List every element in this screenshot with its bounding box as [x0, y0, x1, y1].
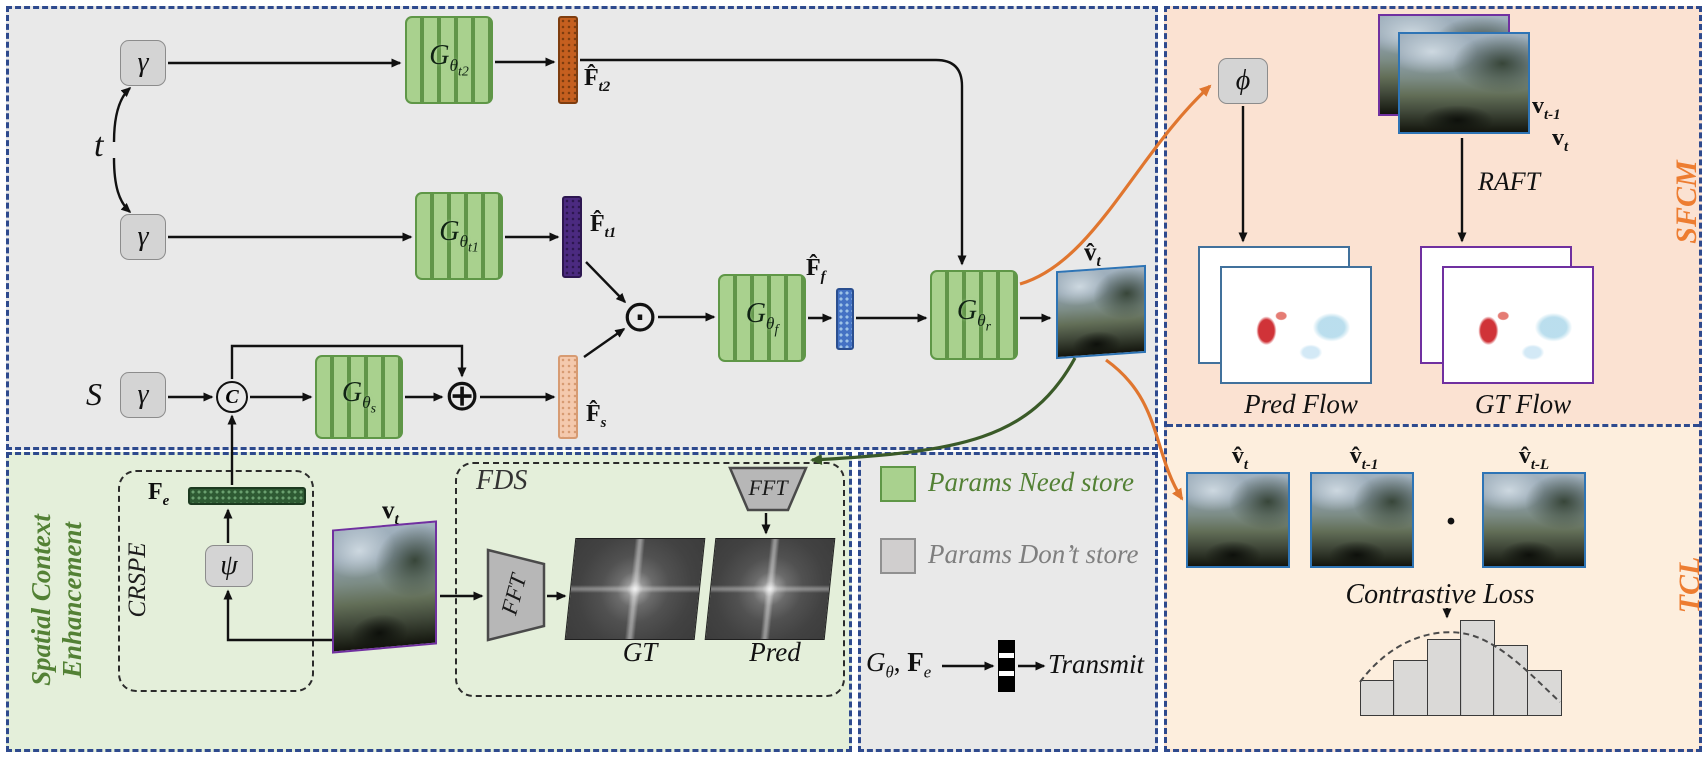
gt-flow-image-front: [1442, 266, 1594, 384]
block-g-theta-f: Gθf: [718, 274, 806, 362]
crspe-label: CRSPE: [124, 542, 151, 618]
contrastive-loss-label: Contrastive Loss: [1345, 579, 1535, 610]
vt-hat-output-image: [1056, 264, 1146, 360]
fft-trapezoid: [486, 548, 546, 642]
feature-bar-f-e: [188, 487, 306, 505]
vt-frame-label: vt: [1552, 125, 1569, 155]
feature-bar-f-s: [558, 355, 578, 439]
feature-bar-f-f: [836, 288, 854, 350]
phi-label: ϕ: [1235, 65, 1251, 96]
legend-transmit-expression: Gθ, Fe: [866, 647, 932, 682]
vt-input-label: vt: [382, 497, 399, 528]
pred-spectrum-label: Pred: [749, 637, 801, 667]
tcl-vtl-image: [1482, 472, 1586, 568]
fft-trapezoid: [728, 466, 808, 512]
block-g-theta-s: Gθs: [315, 355, 403, 439]
concat-operator: C: [216, 381, 248, 413]
tcl-vt1-label: v̂t-1: [1349, 443, 1379, 473]
pred-spectrum-image: [704, 538, 836, 640]
vt-minus1-frame-label: vt-1: [1532, 93, 1561, 123]
vt-frame-image: [1398, 32, 1530, 134]
tcl-vt-label: v̂t: [1231, 443, 1249, 473]
legend-green-swatch: [880, 466, 916, 502]
gamma-encoder-mid: γ: [120, 214, 166, 260]
block-g-theta-t1-label: Gθt1: [439, 215, 479, 256]
fds-box: [455, 462, 845, 697]
feature-f-t1-label: F̂t1: [590, 211, 617, 241]
fft-top-label: FFT: [747, 475, 789, 500]
elementwise-multiply-operator: ⊙: [621, 291, 659, 342]
tcl-vt-image: [1186, 472, 1290, 568]
gamma-label: γ: [137, 47, 149, 78]
block-g-theta-r-label: Gθr: [956, 294, 992, 335]
legend-panel: [858, 452, 1158, 752]
elementwise-add-operator: ⊕: [443, 370, 481, 421]
block-g-theta-t2: Gθt2: [405, 16, 493, 104]
histogram-bars: [1360, 620, 1562, 716]
vt-hat-output-label: v̂t: [1084, 239, 1101, 270]
tcl-title: TCL: [1673, 556, 1706, 614]
fds-label: FDS: [476, 465, 528, 496]
phi-block: ϕ: [1218, 58, 1268, 104]
histogram: [1356, 620, 1564, 716]
gt-spectrum-image: [564, 538, 706, 640]
legend-gray-swatch: [880, 538, 916, 574]
gt-flow-label: GT Flow: [1474, 389, 1572, 419]
psi-block: ψ: [205, 545, 253, 587]
feature-bar-f-t2: [558, 16, 578, 104]
block-g-theta-t1: Gθt1: [415, 192, 503, 280]
sce-title: Spatial Context Enhancement: [26, 514, 88, 686]
feature-f-t2-label: F̂t2: [584, 65, 611, 95]
pred-flow-image-front: [1220, 266, 1372, 384]
vt-input-image: [332, 520, 437, 654]
sfcm-title: SFCM: [1670, 160, 1703, 244]
block-g-theta-r: Gθr: [930, 270, 1018, 360]
tcl-vtl-label: v̂t-L: [1518, 443, 1550, 473]
feature-f-f-label: F̂f: [806, 255, 826, 285]
histogram-bar: [1426, 639, 1462, 716]
crspe-box: [118, 470, 314, 692]
psi-label: ψ: [220, 550, 238, 581]
fft-block-top: FFT: [728, 466, 808, 512]
histogram-bar: [1360, 679, 1395, 716]
block-g-theta-t2-label: Gθt2: [429, 39, 469, 80]
legend-dont-store-label: Params Don’t store: [928, 539, 1139, 569]
fft-block-left: FFT: [486, 548, 546, 642]
tcl-vt1-image: [1310, 472, 1414, 568]
main-panel: [6, 6, 1158, 450]
block-g-theta-s-label: Gθs: [341, 376, 377, 417]
transmit-label: Transmit: [1048, 649, 1145, 679]
bitstream-icon: [998, 640, 1015, 692]
feature-f-e-label: Fe: [148, 479, 170, 509]
feature-bar-f-t1: [562, 196, 582, 278]
gamma-encoder-s: γ: [120, 372, 166, 418]
raft-label: RAFT: [1478, 167, 1541, 196]
input-s-label: S: [86, 376, 102, 412]
pred-flow-label: Pred Flow: [1244, 389, 1358, 419]
gamma-encoder-top: γ: [120, 40, 166, 86]
input-t-label: t: [94, 127, 104, 164]
gt-spectrum-label: GT: [622, 637, 658, 667]
concat-operator-label: C: [225, 385, 239, 408]
gamma-label: γ: [137, 379, 149, 410]
feature-f-s-label: F̂s: [586, 401, 607, 431]
histogram-curve: [1359, 631, 1561, 703]
gamma-label: γ: [137, 221, 149, 252]
histogram-bar: [1393, 660, 1429, 716]
legend-need-store-label: Params Need store: [928, 467, 1134, 497]
block-g-theta-f-label: Gθf: [745, 297, 779, 338]
tcl-ellipsis: ·: [1444, 499, 1459, 545]
histogram-bar: [1526, 669, 1562, 716]
